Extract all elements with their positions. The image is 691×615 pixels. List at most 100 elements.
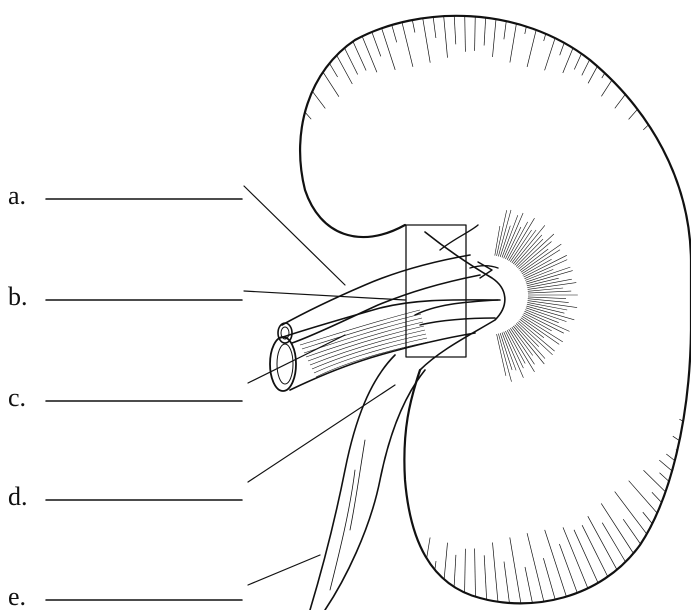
kidney-hatch-stroke [357, 544, 381, 610]
kidney-hatch-stroke [667, 96, 691, 145]
kidney-hatch-stroke [475, 549, 477, 611]
kidney-hatch-stroke [252, 52, 311, 119]
kidney-hatch-stroke [403, 0, 415, 33]
kidney-hatch-stroke [615, 37, 669, 109]
vessel-hatch-stroke [312, 334, 426, 369]
kidney-hatch-stroke [415, 538, 430, 611]
kidney-hatch-stroke [271, 492, 325, 564]
kidney-hatch-stroke [659, 87, 691, 140]
label-a: a. [8, 181, 26, 210]
kidney-hatch-stroke [281, 519, 317, 571]
kidney-hatch-stroke [218, 460, 281, 513]
kidney-hatch-stroke [629, 481, 688, 548]
kidney-hatch-stroke [475, 0, 477, 51]
kidney-hatch-stroke [510, 0, 525, 63]
kidney-hatch-stroke [493, 0, 501, 57]
kidney-hatch-stroke [582, 5, 617, 76]
kidney-hatch-stroke [140, 309, 230, 312]
kidney-hatch-stroke [271, 37, 325, 109]
kidney-hatch-stroke [675, 106, 691, 151]
kidney-hatch-stroke [154, 371, 236, 396]
kidney-hatch-stroke [144, 251, 215, 262]
kidney-hatch-stroke [415, 0, 430, 63]
kidney-hatch-stroke [392, 533, 413, 610]
kidney-hatch-stroke [643, 44, 678, 87]
vessel-branch-upper [440, 225, 498, 268]
kidney-hatch-stroke [189, 438, 247, 474]
kidney-hatch-stroke [172, 403, 253, 442]
kidney-hatch-stroke [440, 0, 448, 58]
kidney-hatch-stroke [162, 387, 245, 419]
kidney-hatch-stroke [334, 0, 366, 70]
kidney-hatch-stroke [464, 0, 466, 52]
kidney-hatch-stroke [643, 512, 679, 556]
kidney-hatch-stroke [687, 158, 691, 197]
kidney-hatch-stroke [183, 137, 261, 181]
kidney-hatch-stroke [262, 512, 297, 555]
kidney-hatch-stroke [291, 504, 339, 578]
kidney-hatch-stroke [148, 227, 225, 244]
kidney-hatch-stroke [643, 69, 691, 130]
kidney-hatch-stroke [177, 425, 230, 452]
kidney-hatch-stroke [517, 234, 554, 268]
kidney-hatch-stroke [653, 60, 691, 107]
kidney-hatch-stroke [154, 204, 235, 229]
kidney-hatch-stroke [196, 116, 267, 164]
kidney-hatch-stroke [660, 78, 691, 127]
kidney-hatch-stroke [218, 87, 280, 140]
kidney-hatch-stroke [588, 516, 628, 590]
label-b: b. [8, 282, 28, 311]
kidney-hatch-stroke [140, 288, 230, 291]
kidney-hatch-stroke [452, 555, 456, 610]
kidney-hatching [140, 0, 691, 610]
kidney-hatch-stroke [509, 329, 535, 372]
kidney-hatch-stroke [528, 299, 569, 303]
kidney-hatch-stroke [158, 385, 223, 407]
kidney-hatch-stroke [525, 269, 553, 280]
kidney-hatch-stroke [484, 555, 488, 610]
kidney-hatch-stroke [679, 419, 691, 463]
kidney-hatch-stroke [141, 320, 205, 325]
kidney-hatch-stroke [652, 492, 691, 539]
vessel-hatching [300, 310, 428, 377]
kidney-hatch-stroke [226, 473, 280, 522]
kidney-hatch-stroke [659, 460, 691, 513]
kidney-hatch-stroke [142, 327, 229, 337]
kidney-hatch-stroke [243, 493, 288, 540]
kidney-hatch-stroke [493, 543, 501, 611]
renal-vein [280, 300, 500, 390]
vessel-hatch-stroke [314, 338, 427, 373]
kidney-hatch-stroke [623, 30, 659, 82]
kidney-hatch-stroke [504, 0, 513, 39]
kidney-hatch-stroke [680, 137, 691, 181]
kidney-hatch-stroke [172, 158, 253, 197]
kidney-hatch-stroke [158, 192, 224, 215]
kidney-hatch-stroke [676, 450, 691, 494]
kidney-hatch-stroke [484, 0, 488, 46]
kidney-hatch-stroke [183, 419, 260, 463]
kidney-hatch-stroke [526, 267, 570, 282]
kidney-hatch-stroke [673, 116, 691, 164]
kidney-hatch-stroke [559, 544, 583, 610]
kidney-hatch-stroke [162, 181, 245, 213]
kidney-hatch-stroke [528, 291, 571, 293]
kidney-hatch-stroke [210, 454, 273, 504]
kidney-hatch-stroke [235, 69, 297, 130]
kidney-hatch-stroke [563, 0, 595, 73]
kidney-hatch-stroke [151, 365, 225, 385]
kidney-hatch-stroke [427, 561, 436, 610]
kidney-hatch-stroke [203, 106, 264, 150]
kidney-hatch-stroke [510, 537, 525, 610]
kidney-hatch-stroke [203, 449, 264, 494]
kidney-hatch-stroke [512, 230, 536, 263]
kidney-hatch-stroke [243, 60, 288, 108]
kidney-hatch-stroke [281, 30, 317, 81]
kidney-hatch-stroke [500, 333, 512, 370]
kidney-hatch-stroke [527, 533, 548, 610]
kidney-hatch-stroke [392, 0, 413, 67]
kidney-hatch-stroke [601, 23, 649, 97]
kidney-hatch-stroke [516, 239, 543, 266]
kidney-hatch-stroke [517, 322, 552, 355]
kidney-hatch-stroke [524, 255, 567, 277]
